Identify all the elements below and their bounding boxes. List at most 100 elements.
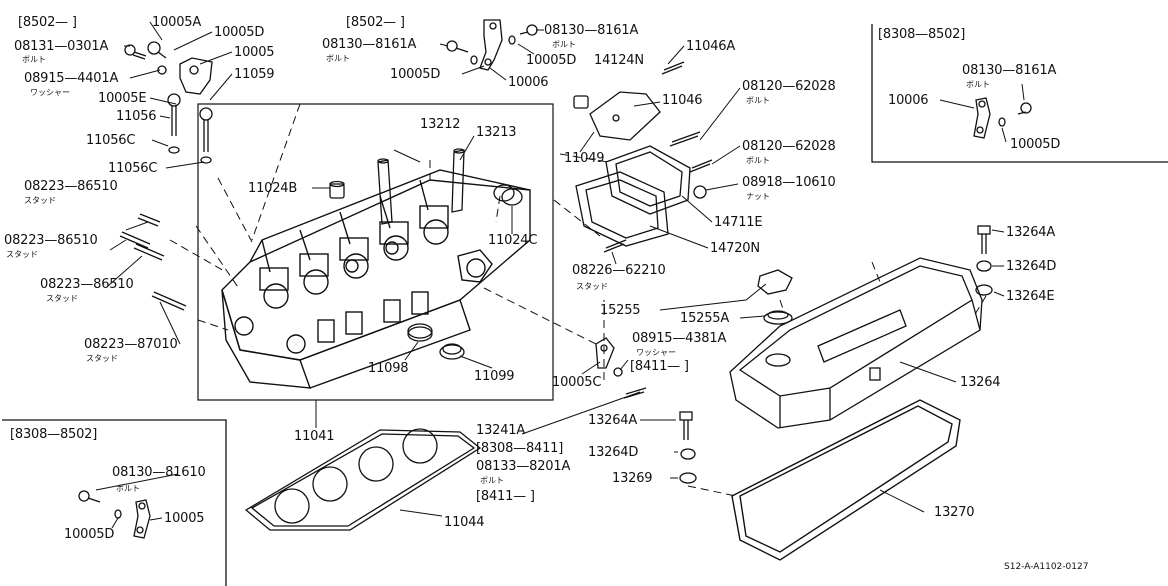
projection-lines bbox=[169, 103, 987, 497]
label-10005-bl: 10005 bbox=[164, 511, 205, 526]
label-11041: 11041 bbox=[294, 429, 335, 444]
head-gasket-drawing bbox=[244, 428, 482, 531]
ring-11099-drawing bbox=[439, 344, 465, 360]
label-08915-4381a: 08915—4381A bbox=[632, 331, 727, 346]
label-08131-0301a: 08131—0301A bbox=[14, 39, 109, 54]
label-10006-box: 10006 bbox=[888, 93, 929, 108]
subtext-stud-1: スタッド bbox=[24, 196, 56, 205]
label-10006: 10006 bbox=[508, 75, 549, 90]
valve-cover-gasket-drawing bbox=[731, 399, 961, 561]
label-10005d-bl: 10005D bbox=[64, 527, 115, 542]
valve-guides-drawing bbox=[377, 148, 465, 225]
date-range-top-mid: [8502— ] bbox=[346, 15, 405, 30]
label-08130-81610: 08130—81610 bbox=[112, 465, 206, 480]
label-15255: 15255 bbox=[600, 303, 641, 318]
label-10005a: 10005A bbox=[152, 15, 202, 30]
label-08915-4401a: 08915—4401A bbox=[24, 71, 119, 86]
plug-11024b-drawing bbox=[329, 180, 345, 199]
label-08223-86510-b: 08223—86510 bbox=[4, 233, 98, 248]
label-08120-62028-a: 08120—62028 bbox=[742, 79, 836, 94]
top-right-box-drawing bbox=[973, 97, 1032, 139]
label-08223-86510-a: 08223—86510 bbox=[24, 179, 118, 194]
label-14711e: 14711E bbox=[714, 215, 763, 230]
top-left-hardware-drawing bbox=[124, 41, 213, 164]
cover-bolts-drawing bbox=[679, 225, 993, 484]
date-range-top-left: [8502— ] bbox=[18, 15, 77, 30]
top-right-box-frame bbox=[871, 24, 1168, 163]
oil-cap-drawing bbox=[757, 269, 793, 295]
label-11099: 11099 bbox=[474, 369, 515, 384]
cylinder-head-drawing bbox=[221, 169, 531, 389]
subtext-washer-2: ワッシャー bbox=[636, 348, 676, 357]
label-08223-87010: 08223—87010 bbox=[84, 337, 178, 352]
subtext-bolt-5: ボルト bbox=[116, 484, 140, 493]
oil-cap-seal-drawing bbox=[763, 311, 793, 325]
label-11024c: 11024C bbox=[488, 233, 538, 248]
label-13264a-bottom: 13264A bbox=[588, 413, 638, 428]
label-11056: 11056 bbox=[116, 109, 157, 124]
subtext-bolt-4: ボルト bbox=[966, 80, 990, 89]
label-08130-8161a-mid: 08130—8161A bbox=[322, 37, 417, 52]
subtext-washer-1: ワッシャー bbox=[30, 88, 70, 97]
label-08120-62028-b: 08120—62028 bbox=[742, 139, 836, 154]
label-10005: 10005 bbox=[234, 45, 275, 60]
bracket-10005c-drawing bbox=[595, 337, 615, 369]
label-10005d-mid-right: 10005D bbox=[526, 53, 577, 68]
subtext-stud-5: スタッド bbox=[576, 282, 608, 291]
label-08918-10610: 08918—10610 bbox=[742, 175, 836, 190]
label-11056c-b: 11056C bbox=[108, 161, 158, 176]
plug-11024c-drawing bbox=[493, 184, 523, 206]
subtext-bolt-7: ボルト bbox=[746, 156, 770, 165]
label-11056c-a: 11056C bbox=[86, 133, 136, 148]
label-13264d-top: 13264D bbox=[1006, 259, 1057, 274]
label-10005c: 10005C bbox=[552, 375, 602, 390]
label-08226-62210: 08226—62210 bbox=[572, 263, 666, 278]
label-13264d-bottom: 13264D bbox=[588, 445, 639, 460]
label-10005e: 10005E bbox=[98, 91, 147, 106]
label-date-8308-8411: [8308—8411] bbox=[476, 441, 564, 456]
subtext-stud-3: スタッド bbox=[46, 294, 78, 303]
label-08223-86510-c: 08223—86510 bbox=[40, 277, 134, 292]
label-13241a: 13241A bbox=[476, 423, 526, 438]
label-11098: 11098 bbox=[368, 361, 409, 376]
valve-cover-drawing bbox=[729, 257, 983, 429]
subtext-bolt-6: ボルト bbox=[746, 96, 770, 105]
label-15255a: 15255A bbox=[680, 311, 730, 326]
subtext-bolt-2: ボルト bbox=[326, 54, 350, 63]
subtext-bolt-3: ボルト bbox=[552, 40, 576, 49]
date-range-top-right: [8308—8502] bbox=[878, 27, 966, 42]
label-13264e: 13264E bbox=[1006, 289, 1055, 304]
date-range-bottom-left: [8308—8502] bbox=[10, 427, 98, 442]
label-14124n: 14124N bbox=[594, 53, 644, 68]
label-13264: 13264 bbox=[960, 375, 1001, 390]
subtext-stud-2: スタッド bbox=[6, 250, 38, 259]
label-11044: 11044 bbox=[444, 515, 485, 530]
label-date-8411-a: [8411— ] bbox=[630, 359, 689, 374]
bottom-left-box-frame bbox=[2, 419, 227, 586]
label-13212: 13212 bbox=[420, 117, 461, 132]
reference-code: S12-A-A1102-0127 bbox=[1004, 562, 1089, 572]
label-10005d-mid: 10005D bbox=[390, 67, 441, 82]
label-14720n: 14720N bbox=[710, 241, 760, 256]
studs-left-drawing bbox=[119, 213, 187, 311]
label-13269: 13269 bbox=[612, 471, 653, 486]
label-11049: 11049 bbox=[564, 151, 605, 166]
label-11024b: 11024B bbox=[248, 181, 298, 196]
label-08133-8201a: 08133—8201A bbox=[476, 459, 571, 474]
label-10005d: 10005D bbox=[214, 25, 265, 40]
subtext-nut-1: ナット bbox=[746, 192, 770, 201]
label-13213: 13213 bbox=[476, 125, 517, 140]
subtext-stud-4: スタッド bbox=[86, 354, 118, 363]
label-11046: 11046 bbox=[662, 93, 703, 108]
cam-cover-drawing bbox=[573, 61, 713, 253]
cylinder-head-frame bbox=[197, 103, 554, 401]
label-08130-8161a-box: 08130—8161A bbox=[962, 63, 1057, 78]
label-08130-8161a-right: 08130—8161A bbox=[544, 23, 639, 38]
label-11059: 11059 bbox=[234, 67, 275, 82]
ring-11098-drawing bbox=[407, 326, 433, 342]
label-date-8411-b: [8411— ] bbox=[476, 489, 535, 504]
label-13264a-top: 13264A bbox=[1006, 225, 1056, 240]
label-13270: 13270 bbox=[934, 505, 975, 520]
subtext-bolt-8: ボルト bbox=[480, 476, 504, 485]
label-10005d-box: 10005D bbox=[1010, 137, 1061, 152]
